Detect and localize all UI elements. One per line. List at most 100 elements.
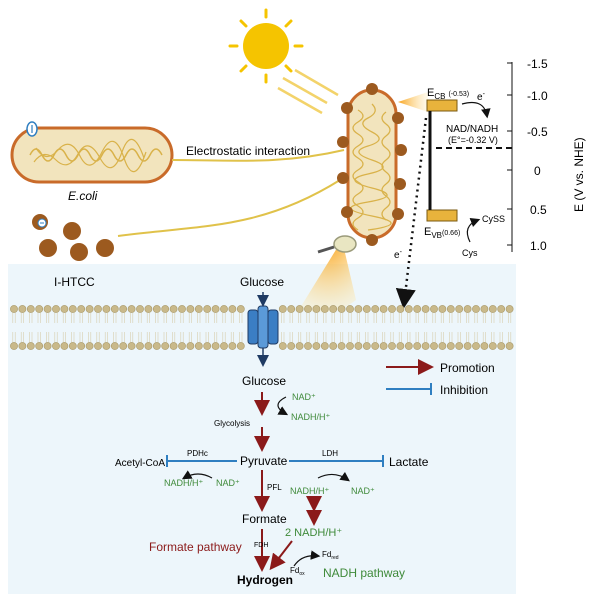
lipid-head	[312, 305, 321, 313]
sun-icon	[228, 8, 304, 84]
lipid-head	[35, 305, 44, 313]
lipid-head	[85, 305, 94, 313]
lipid-head	[60, 342, 69, 350]
lipid-head	[102, 305, 111, 313]
lipid-head	[26, 342, 35, 350]
fd-red-label: Fdred	[322, 550, 339, 561]
lipid-head	[161, 342, 170, 350]
nad-plus-label-3: NAD⁺	[351, 486, 375, 496]
lipid-head	[304, 305, 312, 313]
glucose-outside-label: Glucose	[240, 275, 284, 289]
lipid-head	[463, 305, 472, 313]
particle-negative-charge-icon	[37, 218, 47, 228]
lipid-head	[413, 305, 422, 313]
evb-label: EVB(0.66)	[424, 226, 460, 240]
lipid-head	[278, 342, 287, 350]
potential-axis	[507, 62, 513, 252]
axis-tick-1: -1.5	[527, 57, 548, 71]
cys-oxidation-arrow	[466, 218, 481, 243]
cys-label: Cys	[462, 248, 478, 258]
nadh-pathway-label: NADH pathway	[323, 566, 405, 580]
lipid-head	[10, 305, 18, 313]
lipid-head	[110, 342, 119, 350]
lipid-head	[94, 342, 102, 350]
lipid-head	[236, 342, 245, 350]
fd-ox-label: Fdox	[290, 566, 305, 577]
lipid-head	[472, 342, 480, 350]
lipid-head	[362, 305, 371, 313]
lipid-head	[320, 342, 329, 350]
lipid-head	[346, 342, 354, 350]
nad-plus-label-1: NAD⁺	[292, 392, 316, 402]
light-cone	[300, 235, 357, 313]
electrostatic-label: Electrostatic interaction	[186, 144, 310, 158]
lipid-head	[152, 342, 161, 350]
lipid-head	[304, 342, 312, 350]
acetyl-coa-label: Acetyl-CoA	[115, 458, 165, 469]
lipid-head	[119, 342, 128, 350]
nadh-label-1: NADH/H⁺	[291, 412, 331, 422]
lipid-head	[362, 342, 371, 350]
fd-reduction-arrow	[293, 550, 321, 567]
formate-label: Formate	[242, 512, 287, 526]
pfl-label: PFL	[267, 483, 282, 492]
lipid-head	[152, 305, 161, 313]
lipid-head	[438, 305, 447, 313]
lipid-head	[505, 342, 514, 350]
lipid-head	[43, 305, 52, 313]
lipid-head	[371, 305, 380, 313]
lipid-head	[488, 342, 497, 350]
lipid-head	[295, 305, 304, 313]
lipid-head	[337, 305, 346, 313]
lipid-head	[404, 305, 413, 313]
lipid-head	[68, 342, 77, 350]
lipid-head	[68, 305, 77, 313]
lipid-head	[18, 342, 27, 350]
pdhc-label: PDHc	[187, 449, 208, 458]
lipid-head	[430, 305, 438, 313]
hybrid-bacterium	[337, 83, 407, 246]
lipid-head	[203, 305, 212, 313]
lipid-head	[136, 342, 144, 350]
lipid-head	[35, 342, 44, 350]
lipid-head	[169, 305, 178, 313]
lipid-head	[211, 305, 220, 313]
lipid-head	[396, 305, 405, 313]
lipid-head	[354, 342, 363, 350]
electron-label-right: e-	[394, 249, 403, 261]
lipid-head	[278, 305, 287, 313]
lipid-head	[287, 342, 296, 350]
ecoli-label: E.coli	[68, 189, 98, 203]
lipid-head	[346, 305, 354, 313]
lipid-head	[161, 305, 170, 313]
fdh-label: FDH	[254, 542, 268, 549]
lipid-head	[497, 342, 506, 350]
axis-tick-2: -1.0	[527, 89, 548, 103]
lipid-head	[371, 342, 380, 350]
lipid-head	[463, 342, 472, 350]
lipid-head	[10, 342, 18, 350]
ldh-label: LDH	[322, 449, 338, 458]
lipid-head	[488, 305, 497, 313]
nadh-label-2: NADH/H⁺	[164, 478, 204, 488]
lipid-head	[413, 342, 422, 350]
hydrogen-label: Hydrogen	[237, 573, 293, 587]
lipid-head	[287, 305, 296, 313]
lipid-head	[220, 342, 228, 350]
glucose-transporter	[247, 305, 279, 349]
two-nadh-label: 2 NADH/H⁺	[285, 527, 342, 539]
lipid-head	[119, 305, 128, 313]
ihtcc-label: I-HTCC	[54, 275, 95, 289]
lipid-head	[388, 342, 396, 350]
nad-nadh-label: NAD/NADH	[446, 124, 498, 135]
legend-inhibition-line	[386, 383, 432, 395]
ecoli-cell	[10, 126, 174, 184]
lipid-head	[144, 342, 153, 350]
lipid-head	[446, 305, 455, 313]
axis-tick-6: 1.0	[530, 239, 547, 253]
electron-transfer-arrow	[461, 101, 491, 119]
glucose-inside-label: Glucose	[242, 374, 286, 388]
lipid-head	[178, 342, 186, 350]
lipid-head	[312, 342, 321, 350]
lipid-head	[421, 305, 430, 313]
